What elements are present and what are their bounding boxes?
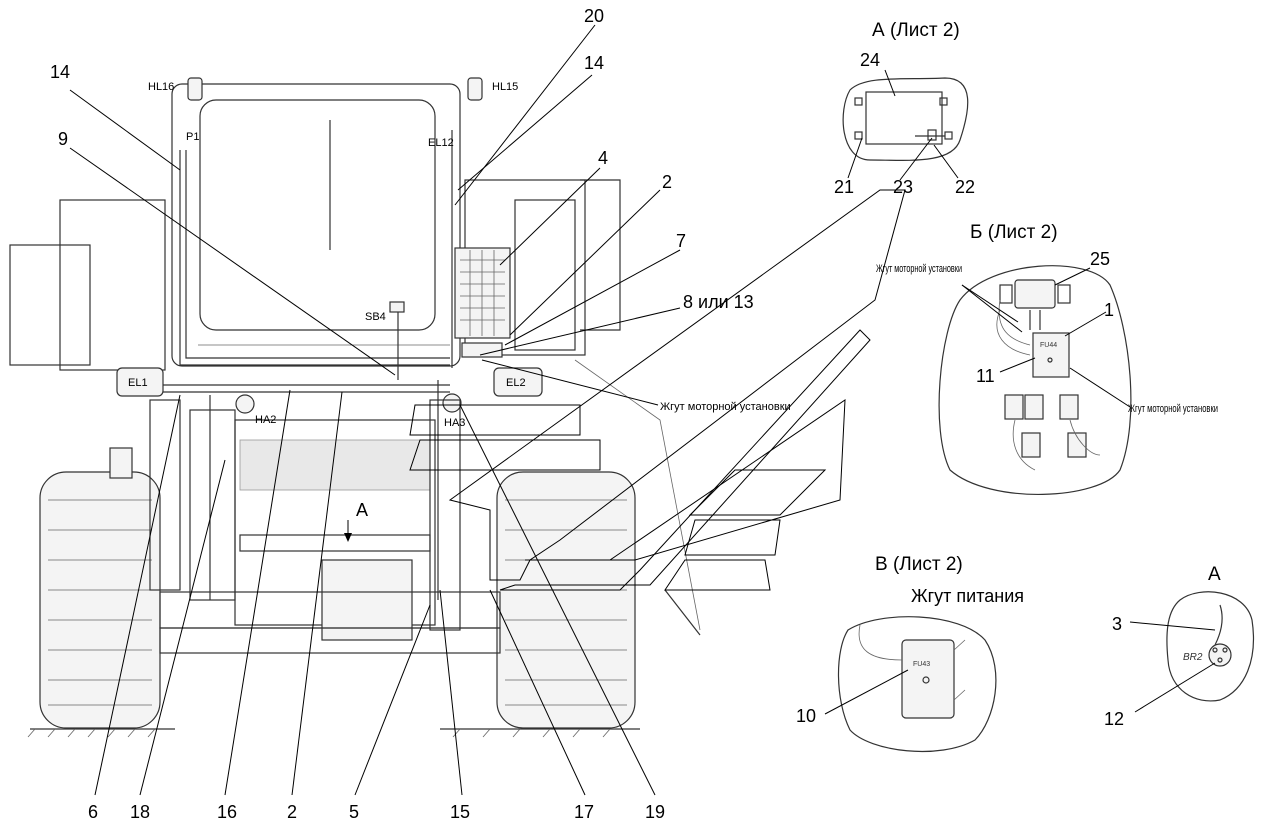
view-a-title: А (Лист 2)	[872, 20, 960, 41]
top-callouts: 14 9 20 14 4 2 7 8 или 13	[50, 6, 754, 312]
label-p1: P1	[186, 131, 199, 143]
callout-8-or-13: 8 или 13	[683, 292, 754, 312]
view-b-title: Б (Лист 2)	[970, 222, 1058, 243]
callout-19: 19	[645, 802, 665, 822]
component-fu43: FU43	[913, 661, 930, 668]
callout-2-bottom: 2	[287, 802, 297, 822]
callout-22: 22	[955, 177, 975, 197]
callout-11: 11	[976, 366, 995, 386]
label-view-a-arrow: A	[356, 500, 368, 520]
callout-14-right: 14	[584, 53, 604, 73]
callout-20: 20	[584, 6, 604, 26]
label-harness-engine-bottom: Жгут моторной установки	[1128, 403, 1218, 415]
label-hl15: HL15	[492, 81, 518, 93]
component-br2: BR2	[1183, 652, 1203, 663]
callout-1: 1	[1104, 300, 1114, 320]
callout-14-left: 14	[50, 62, 70, 82]
view-v-sheet2: В (Лист 2) Жгут питания FU43 10	[796, 554, 1024, 753]
view-a-sheet2: А (Лист 2) 24 21 23 22	[834, 20, 975, 197]
callout-9: 9	[58, 129, 68, 149]
harness-route-outline	[409, 189, 906, 591]
callout-17: 17	[574, 802, 594, 822]
label-harness-engine-top: Жгут моторной установки	[876, 263, 962, 275]
callout-21: 21	[834, 177, 854, 197]
view-a-detail: А BR2 3 12	[1104, 564, 1255, 729]
view-b-sheet2: Б (Лист 2) FU44 25 1 11 Жгут моторной ус…	[876, 222, 1218, 495]
callout-16: 16	[217, 802, 237, 822]
label-sb4: SB4	[365, 311, 386, 323]
callout-23: 23	[893, 177, 913, 197]
callout-25: 25	[1090, 249, 1110, 269]
component-fu44: FU44	[1040, 342, 1057, 349]
bottom-callouts: 6 18 16 2 5 15 17 19	[88, 802, 665, 822]
callout-12: 12	[1104, 709, 1124, 729]
label-ha2: HA2	[255, 414, 276, 426]
label-harness-engine: Жгут моторной установки	[660, 401, 791, 413]
callout-6: 6	[88, 802, 98, 822]
label-hl16: HL16	[148, 81, 174, 93]
callout-24: 24	[860, 50, 880, 70]
combine-rear-view	[9, 77, 701, 738]
view-a-detail-title: А	[1208, 564, 1221, 585]
callout-2-top: 2	[662, 172, 672, 192]
label-el2: EL2	[506, 377, 526, 389]
callout-10: 10	[796, 706, 816, 726]
label-ha3: HA3	[444, 417, 465, 429]
callout-15: 15	[450, 802, 470, 822]
callout-3: 3	[1112, 614, 1122, 634]
view-v-subtitle: Жгут питания	[911, 586, 1024, 606]
component-labels: HL16 HL15 P1 EL12 SB4 EL1 EL2 HA2 HA3 A …	[128, 81, 791, 520]
callout-5: 5	[349, 802, 359, 822]
callout-4: 4	[598, 148, 608, 168]
callout-18: 18	[130, 802, 150, 822]
view-v-title: В (Лист 2)	[875, 554, 963, 575]
label-el12: EL12	[428, 137, 454, 149]
label-el1: EL1	[128, 377, 148, 389]
main-leader-lines	[69, 24, 681, 796]
callout-7: 7	[676, 231, 686, 251]
